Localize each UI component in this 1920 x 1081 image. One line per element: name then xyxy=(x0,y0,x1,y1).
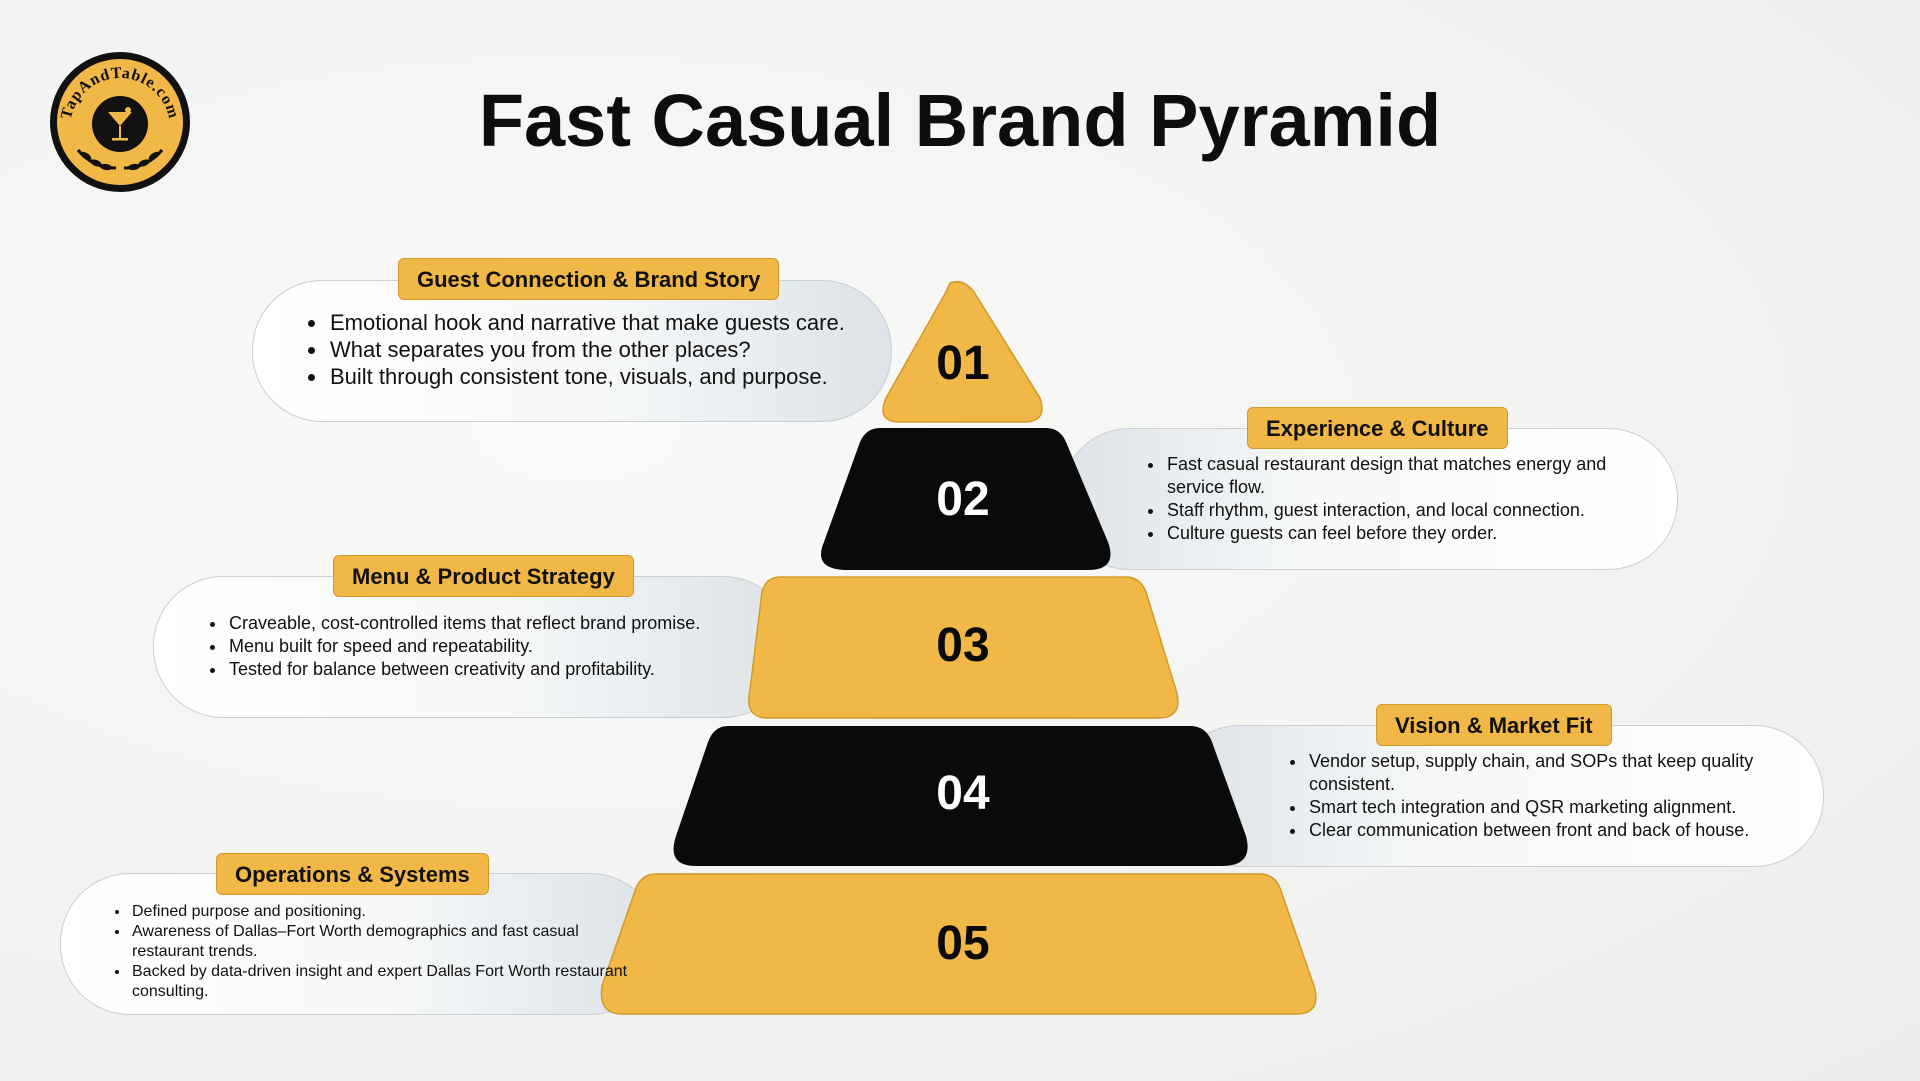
bullet-item: Backed by data-driven insight and expert… xyxy=(130,962,640,1002)
bullet-item: Vendor setup, supply chain, and SOPs tha… xyxy=(1307,750,1807,796)
tapandtable-logo-icon[interactable]: TapAndTable.com xyxy=(48,50,192,194)
bullet-item: Tested for balance between creativity an… xyxy=(227,658,787,681)
bullet-item: Craveable, cost-controlled items that re… xyxy=(227,612,787,635)
bullet-item: Menu built for speed and repeatability. xyxy=(227,635,787,658)
bullet-item: Culture guests can feel before they orde… xyxy=(1165,522,1635,545)
bullet-item: Staff rhythm, guest interaction, and loc… xyxy=(1165,499,1635,522)
bullets-03: Craveable, cost-controlled items that re… xyxy=(203,612,787,681)
tier-number-02: 02 xyxy=(936,473,990,526)
band-01 xyxy=(252,280,892,422)
pyramid-tier-03[interactable] xyxy=(748,576,1179,719)
bullet-item: Clear communication between front and ba… xyxy=(1307,819,1807,842)
label-experience-culture: Experience & Culture xyxy=(1247,407,1508,449)
bullet-item: Awareness of Dallas–Fort Worth demograph… xyxy=(130,922,640,962)
bullets-01: Emotional hook and narrative that make g… xyxy=(304,309,928,390)
bullet-item: Built through consistent tone, visuals, … xyxy=(328,363,928,390)
pyramid-tier-04[interactable] xyxy=(673,726,1248,866)
bullet-item: Emotional hook and narrative that make g… xyxy=(328,309,928,336)
label-menu-product: Menu & Product Strategy xyxy=(333,555,634,597)
tier-number-05: 05 xyxy=(936,917,990,970)
pyramid-tier-01[interactable] xyxy=(882,280,1043,423)
bullet-item: Fast casual restaurant design that match… xyxy=(1165,453,1635,499)
bullet-item: Smart tech integration and QSR marketing… xyxy=(1307,796,1807,819)
bullet-item: What separates you from the other places… xyxy=(328,336,928,363)
band-05 xyxy=(60,873,660,1015)
bullets-02: Fast casual restaurant design that match… xyxy=(1141,453,1635,545)
band-04 xyxy=(1170,725,1824,867)
pyramid-tier-05[interactable] xyxy=(600,873,1317,1015)
band-03 xyxy=(153,576,793,718)
tier-number-01: 01 xyxy=(936,337,990,390)
bullet-item: Defined purpose and positioning. xyxy=(130,902,640,922)
tier-number-03: 03 xyxy=(936,619,990,672)
bullets-04: Vendor setup, supply chain, and SOPs tha… xyxy=(1283,750,1807,842)
label-vision-market: Vision & Market Fit xyxy=(1376,704,1612,746)
pyramid-tier-02[interactable] xyxy=(821,428,1111,570)
bullets-05: Defined purpose and positioning. Awarene… xyxy=(106,902,640,1002)
page-title: Fast Casual Brand Pyramid xyxy=(478,79,1442,162)
label-operations-systems: Operations & Systems xyxy=(216,853,489,895)
label-guest-connection: Guest Connection & Brand Story xyxy=(398,258,780,300)
tier-number-04: 04 xyxy=(936,767,990,820)
band-02 xyxy=(1060,428,1678,570)
